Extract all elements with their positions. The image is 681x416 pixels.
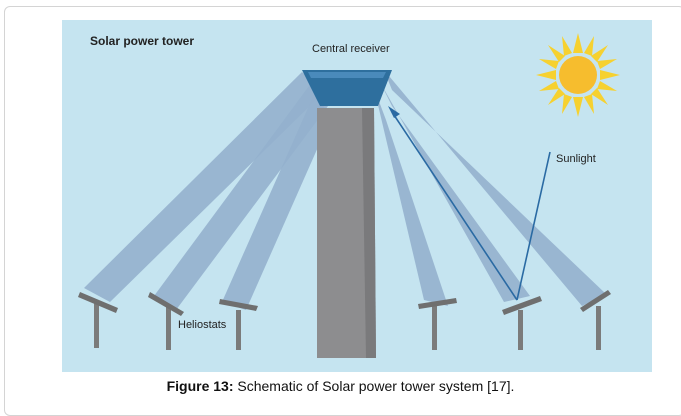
- heliostat-1: [78, 292, 118, 348]
- beam-left-middle: [154, 82, 328, 310]
- heliostat-4: [418, 298, 457, 350]
- heliostat-5: [502, 296, 542, 350]
- diagram-panel: Solar power tower Central receiver Sunli…: [62, 20, 652, 372]
- tower-shade: [362, 108, 376, 358]
- heliostat-2: [148, 292, 184, 350]
- figure-number: Figure 13:: [166, 378, 234, 394]
- caption-text: Schematic of Solar power tower system [1…: [233, 378, 515, 394]
- tower: [317, 108, 376, 358]
- incoming-sunlight-ray: [516, 151, 551, 301]
- beam-right-middle: [380, 82, 530, 302]
- reflected-ray-arrowhead: [388, 106, 400, 118]
- heliostat-3: [219, 299, 258, 350]
- solar-tower-diagram: [78, 33, 620, 358]
- central-receiver-label: Central receiver: [312, 43, 390, 55]
- beam-right-inner: [374, 88, 448, 306]
- figure-caption: Figure 13: Schematic of Solar power towe…: [0, 378, 681, 394]
- reflected-sunlight-ray: [391, 111, 518, 301]
- diagram-title: Solar power tower: [90, 34, 195, 48]
- heliostats-label: Heliostats: [178, 319, 227, 331]
- beam-left-outer: [84, 72, 324, 302]
- central-receiver: [302, 70, 392, 106]
- beam-left-inner: [222, 90, 330, 310]
- heliostat-6: [580, 290, 611, 350]
- beam-right-outer: [384, 70, 606, 306]
- sun-icon: [536, 33, 620, 117]
- central-receiver-highlight: [308, 72, 386, 78]
- sunlight-label: Sunlight: [556, 153, 596, 165]
